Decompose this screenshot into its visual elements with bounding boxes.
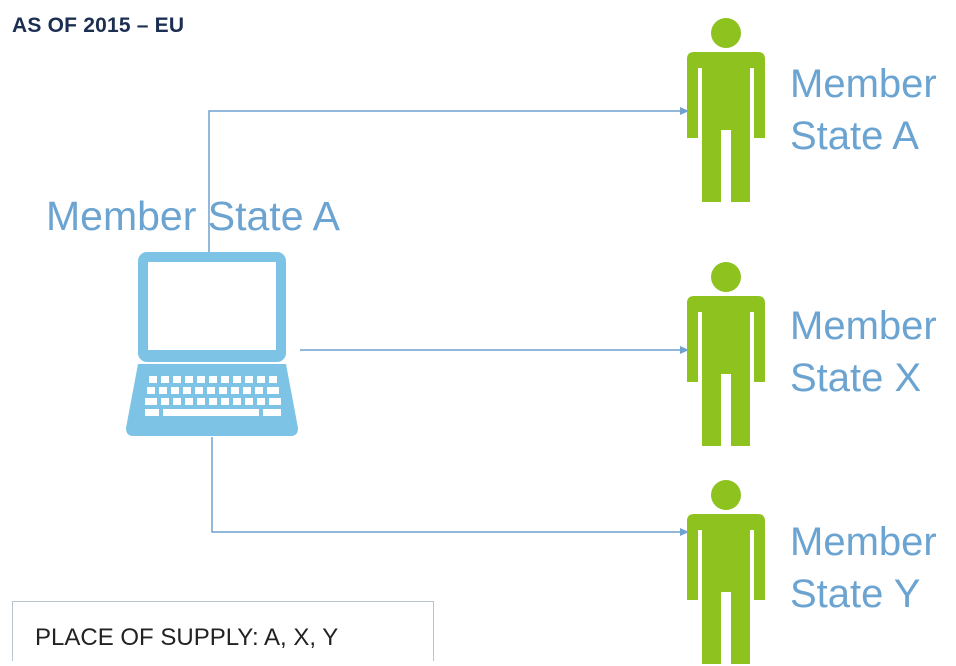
recipient-label-line1: Member (790, 520, 937, 564)
slide-title: AS OF 2015 – EU (12, 14, 185, 37)
connector-to-recipient-a (208, 107, 689, 256)
recipient-label-line1: Member (790, 304, 937, 348)
person-icon (687, 480, 765, 664)
recipient-label-a: Member State A (790, 58, 956, 162)
seller-label: Member State A (46, 193, 340, 239)
laptop-icon (126, 252, 298, 436)
recipient-label-line2: State X (790, 356, 922, 400)
place-of-supply-box: PLACE OF SUPPLY: A, X, Y (12, 601, 434, 661)
recipient-label-y: Member State Y (790, 516, 956, 620)
recipient-label-line1: Member (790, 62, 937, 106)
person-icon (687, 18, 765, 202)
recipient-label-x: Member State X (790, 300, 956, 404)
recipient-label-line2: State Y (790, 572, 921, 616)
place-of-supply-text: PLACE OF SUPPLY: A, X, Y (35, 624, 339, 651)
connector-to-recipient-y (211, 437, 689, 536)
person-icon (687, 262, 765, 446)
recipient-label-line2: State A (790, 114, 919, 158)
